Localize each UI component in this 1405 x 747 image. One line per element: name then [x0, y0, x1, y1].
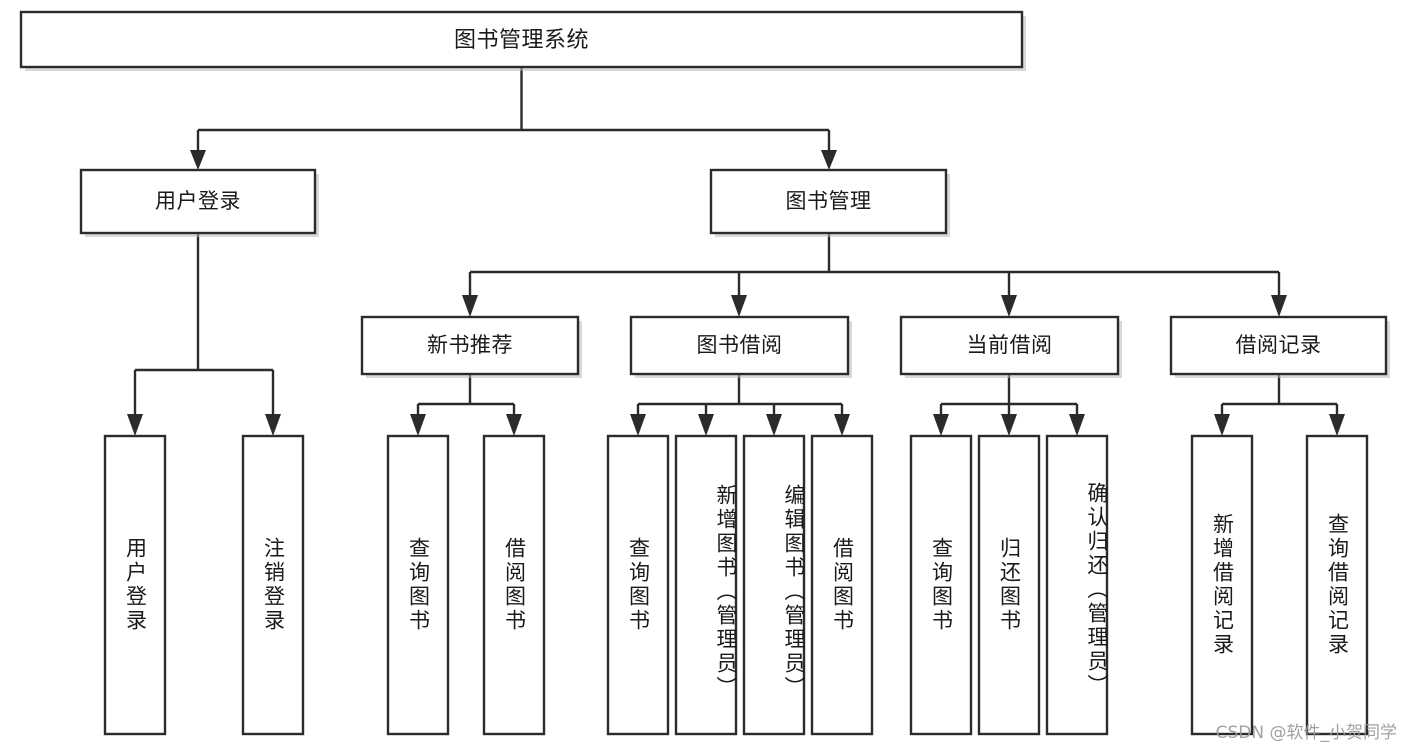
- book-manage-node-box[interactable]: [709, 168, 948, 235]
- arrowhead-leaf-user-login: [127, 414, 143, 436]
- leaf-query-book-borrow-box[interactable]: [606, 434, 670, 736]
- leaf-add-book-box[interactable]: [674, 434, 738, 736]
- root-node-box[interactable]: [19, 10, 1024, 69]
- user-login-node-box[interactable]: [79, 168, 317, 235]
- csdn-watermark: CSDN @软件_小贺同学: [1215, 723, 1397, 743]
- leaf-query-book-cur-box[interactable]: [909, 434, 973, 736]
- leaf-user-logout-box[interactable]: [241, 434, 305, 736]
- leaf-edit-book-box[interactable]: [742, 434, 806, 736]
- leaf-query-book-rec-box[interactable]: [386, 434, 450, 736]
- current-borrow-node-label: 当前借阅: [967, 333, 1053, 357]
- leaf-user-login-box[interactable]: [103, 434, 167, 736]
- arrowhead-leaf-query-record: [1329, 414, 1345, 436]
- book-borrow-node-box[interactable]: [629, 315, 850, 376]
- arrowhead-leaf-borrow-book-rec: [506, 414, 522, 436]
- arrowhead-leaf-return-book: [1001, 414, 1017, 436]
- arrowhead-current-borrow: [1001, 295, 1017, 317]
- leaf-confirm-return-box[interactable]: [1045, 434, 1109, 736]
- user-login-node-label: 用户登录: [155, 189, 241, 213]
- arrowhead-leaf-query-book-rec: [410, 414, 426, 436]
- leaf-borrow-book-rec-box[interactable]: [482, 434, 546, 736]
- current-borrow-node-box[interactable]: [899, 315, 1120, 376]
- root-node-label: 图书管理系统: [454, 28, 589, 53]
- arrowhead-leaf-query-book-borrow: [630, 414, 646, 436]
- arrowhead-leaf-edit-book: [766, 414, 782, 436]
- arrowhead-user-login: [190, 150, 206, 170]
- arrowhead-book-manage: [821, 150, 837, 170]
- arrowhead-leaf-user-logout: [265, 414, 281, 436]
- book-borrow-node-label: 图书借阅: [697, 333, 783, 357]
- book-manage-node-label: 图书管理: [786, 189, 872, 213]
- leaf-borrow-book-box[interactable]: [810, 434, 874, 736]
- borrow-record-node-box[interactable]: [1169, 315, 1388, 376]
- arrowhead-new-book-recommend: [462, 295, 478, 317]
- borrow-record-node-label: 借阅记录: [1236, 333, 1322, 357]
- new-book-recommend-node-label: 新书推荐: [427, 333, 513, 357]
- arrowhead-leaf-add-record: [1214, 414, 1230, 436]
- new-book-recommend-node-box[interactable]: [360, 315, 580, 376]
- connector-layer: [127, 67, 1345, 436]
- node-layer: 图书管理系统 用户登录 图书管理 新书推荐 图书借阅 当前借阅 借阅记录: [19, 10, 1390, 736]
- leaf-add-record-box[interactable]: [1190, 434, 1254, 736]
- arrowhead-leaf-borrow-book: [834, 414, 850, 436]
- leaf-query-record-box[interactable]: [1305, 434, 1369, 736]
- arrowhead-leaf-add-book: [698, 414, 714, 436]
- arrowhead-borrow-record: [1271, 295, 1287, 317]
- arrowhead-book-borrow: [731, 295, 747, 317]
- leaf-return-book-box[interactable]: [977, 434, 1041, 736]
- arrowhead-leaf-confirm-return: [1069, 414, 1085, 436]
- arrowhead-leaf-query-book-cur: [933, 414, 949, 436]
